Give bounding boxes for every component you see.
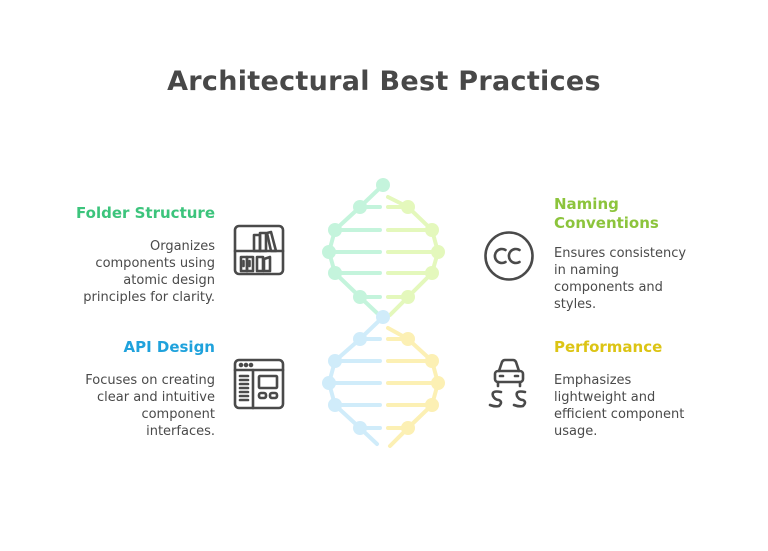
bookshelf-icon — [233, 224, 285, 276]
dna-helix-graphic — [322, 172, 446, 456]
browser-window-icon — [233, 358, 285, 410]
performance-block: Performance Emphasizes lightweight and e… — [554, 338, 744, 440]
api-design-block: API Design Focuses on creating clear and… — [40, 338, 215, 440]
desc-line: Focuses on creating — [85, 373, 215, 388]
desc-line: styles. — [554, 297, 597, 312]
desc-line: Ensures consistency — [554, 246, 687, 261]
performance-heading: Performance — [554, 338, 663, 356]
desc-line: Emphasizes — [554, 373, 632, 388]
desc-line: clear and intuitive — [97, 390, 215, 405]
folder-structure-heading: Folder Structure — [76, 204, 215, 222]
desc-line: interfaces. — [146, 424, 215, 439]
naming-conventions-block: Naming Conventions Ensures consistency i… — [554, 195, 744, 313]
folder-structure-block: Folder Structure Organizes components us… — [40, 204, 215, 306]
cc-circle-icon — [483, 230, 535, 282]
desc-line: principles for clarity. — [83, 290, 215, 305]
folder-structure-description: Organizes components using atomic design… — [40, 238, 215, 306]
desc-line: efficient component — [554, 407, 685, 422]
diagram-title: Architectural Best Practices — [167, 66, 601, 97]
desc-line: Organizes — [149, 239, 215, 254]
api-design-heading: API Design — [123, 338, 215, 356]
desc-line: component — [141, 407, 215, 422]
naming-conventions-description: Ensures consistency in naming components… — [554, 245, 744, 313]
desc-line: atomic design — [123, 273, 215, 288]
desc-line: usage. — [554, 424, 598, 439]
car-road-icon — [483, 357, 535, 411]
desc-line: lightweight and — [554, 390, 656, 405]
desc-line: components and — [554, 280, 663, 295]
api-design-description: Focuses on creating clear and intuitive … — [40, 372, 215, 440]
performance-description: Emphasizes lightweight and efficient com… — [554, 372, 744, 440]
naming-conventions-heading: Naming Conventions — [554, 195, 744, 233]
heading-line: Conventions — [554, 214, 659, 232]
desc-line: components using — [95, 256, 215, 271]
heading-line: Naming — [554, 195, 619, 213]
desc-line: in naming — [554, 263, 619, 278]
